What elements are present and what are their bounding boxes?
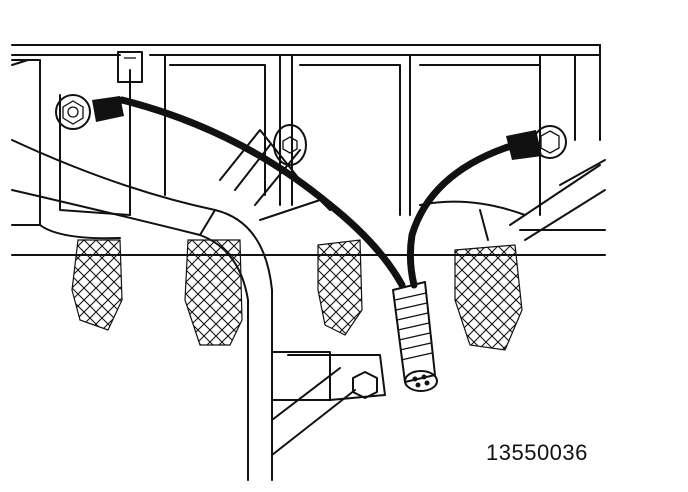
hex-bolt-icon (352, 371, 378, 399)
sensor-cable (92, 96, 542, 289)
hex-bolt-icon (55, 94, 91, 130)
subframe (11, 129, 386, 481)
hex-bolt-icon (273, 124, 307, 166)
electrical-connector-icon (392, 281, 438, 392)
mesh-area (71, 239, 523, 351)
figure-reference-number: 13550036 (486, 440, 588, 465)
